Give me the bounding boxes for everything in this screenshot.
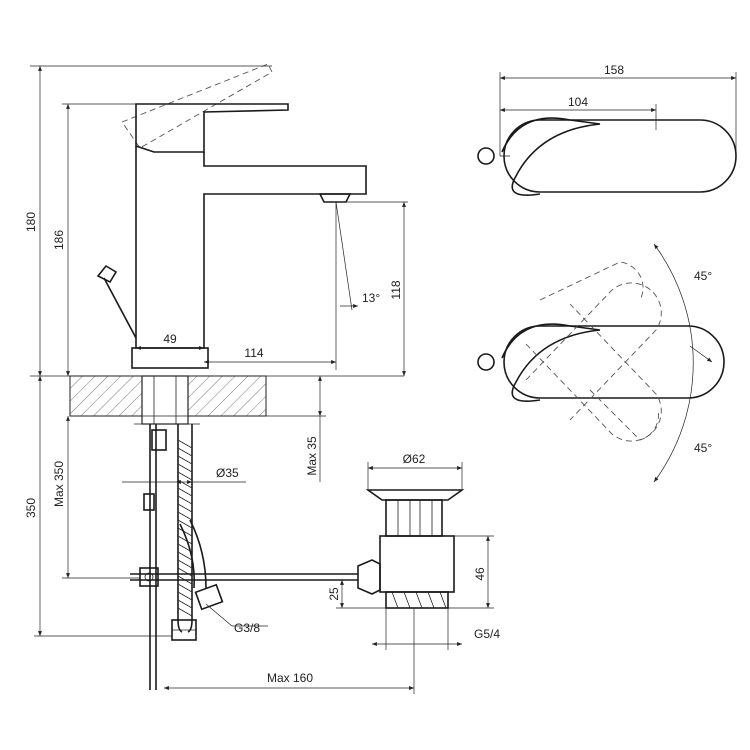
lever-handle bbox=[135, 103, 289, 153]
drain-thread bbox=[385, 591, 449, 609]
drain-body bbox=[379, 535, 455, 593]
label-max35: Max 35 bbox=[305, 436, 319, 476]
rotation-view bbox=[477, 243, 725, 483]
faucet-body bbox=[135, 146, 367, 349]
label-114: 114 bbox=[244, 346, 263, 360]
label-g54: G5/4 bbox=[474, 627, 500, 641]
popup-linkage bbox=[130, 424, 358, 690]
dimension-lines bbox=[30, 65, 737, 694]
label-118: 118 bbox=[389, 280, 403, 299]
label-46: 46 bbox=[473, 567, 487, 581]
faucet-side-view bbox=[96, 63, 367, 369]
mounting-shank bbox=[141, 375, 189, 425]
dimension-labels: 180 186 49 114 13° 118 158 104 45° 45° M… bbox=[24, 63, 712, 685]
label-dia35: Ø35 bbox=[216, 466, 239, 480]
angle-arc bbox=[653, 243, 694, 483]
ghost-lever-up bbox=[525, 282, 662, 421]
label-350: 350 bbox=[24, 498, 38, 518]
top-lever-outline bbox=[503, 119, 737, 193]
label-180: 180 bbox=[24, 212, 38, 232]
label-104: 104 bbox=[568, 95, 588, 109]
label-45-top: 45° bbox=[694, 269, 712, 283]
rotated-popup-knob bbox=[477, 353, 495, 371]
label-g38: G3/8 bbox=[234, 621, 260, 635]
label-45-bottom: 45° bbox=[694, 441, 712, 455]
faucet-base bbox=[131, 347, 209, 369]
popup-rod bbox=[96, 264, 137, 339]
label-158: 158 bbox=[604, 63, 624, 77]
hose-nut-right bbox=[194, 583, 224, 611]
label-49: 49 bbox=[163, 332, 177, 346]
label-13deg: 13° bbox=[362, 291, 380, 305]
lever-raised-ghost bbox=[121, 63, 273, 149]
label-max350: Max 350 bbox=[52, 461, 66, 507]
countertop-section bbox=[69, 375, 267, 425]
label-25: 25 bbox=[327, 587, 341, 601]
top-view-lever bbox=[477, 117, 737, 196]
popup-waste bbox=[357, 489, 465, 609]
label-dia62: Ø62 bbox=[403, 452, 426, 466]
supply-hoses bbox=[171, 424, 224, 641]
drain-flange bbox=[365, 489, 465, 501]
linkage-clamp bbox=[139, 567, 159, 587]
rotated-lever bbox=[503, 325, 725, 399]
label-186: 186 bbox=[52, 230, 66, 250]
label-max160: Max 160 bbox=[267, 671, 313, 685]
ghost-lever-down bbox=[525, 303, 662, 442]
top-popup-knob bbox=[477, 147, 495, 165]
spout-aerator bbox=[318, 193, 352, 203]
